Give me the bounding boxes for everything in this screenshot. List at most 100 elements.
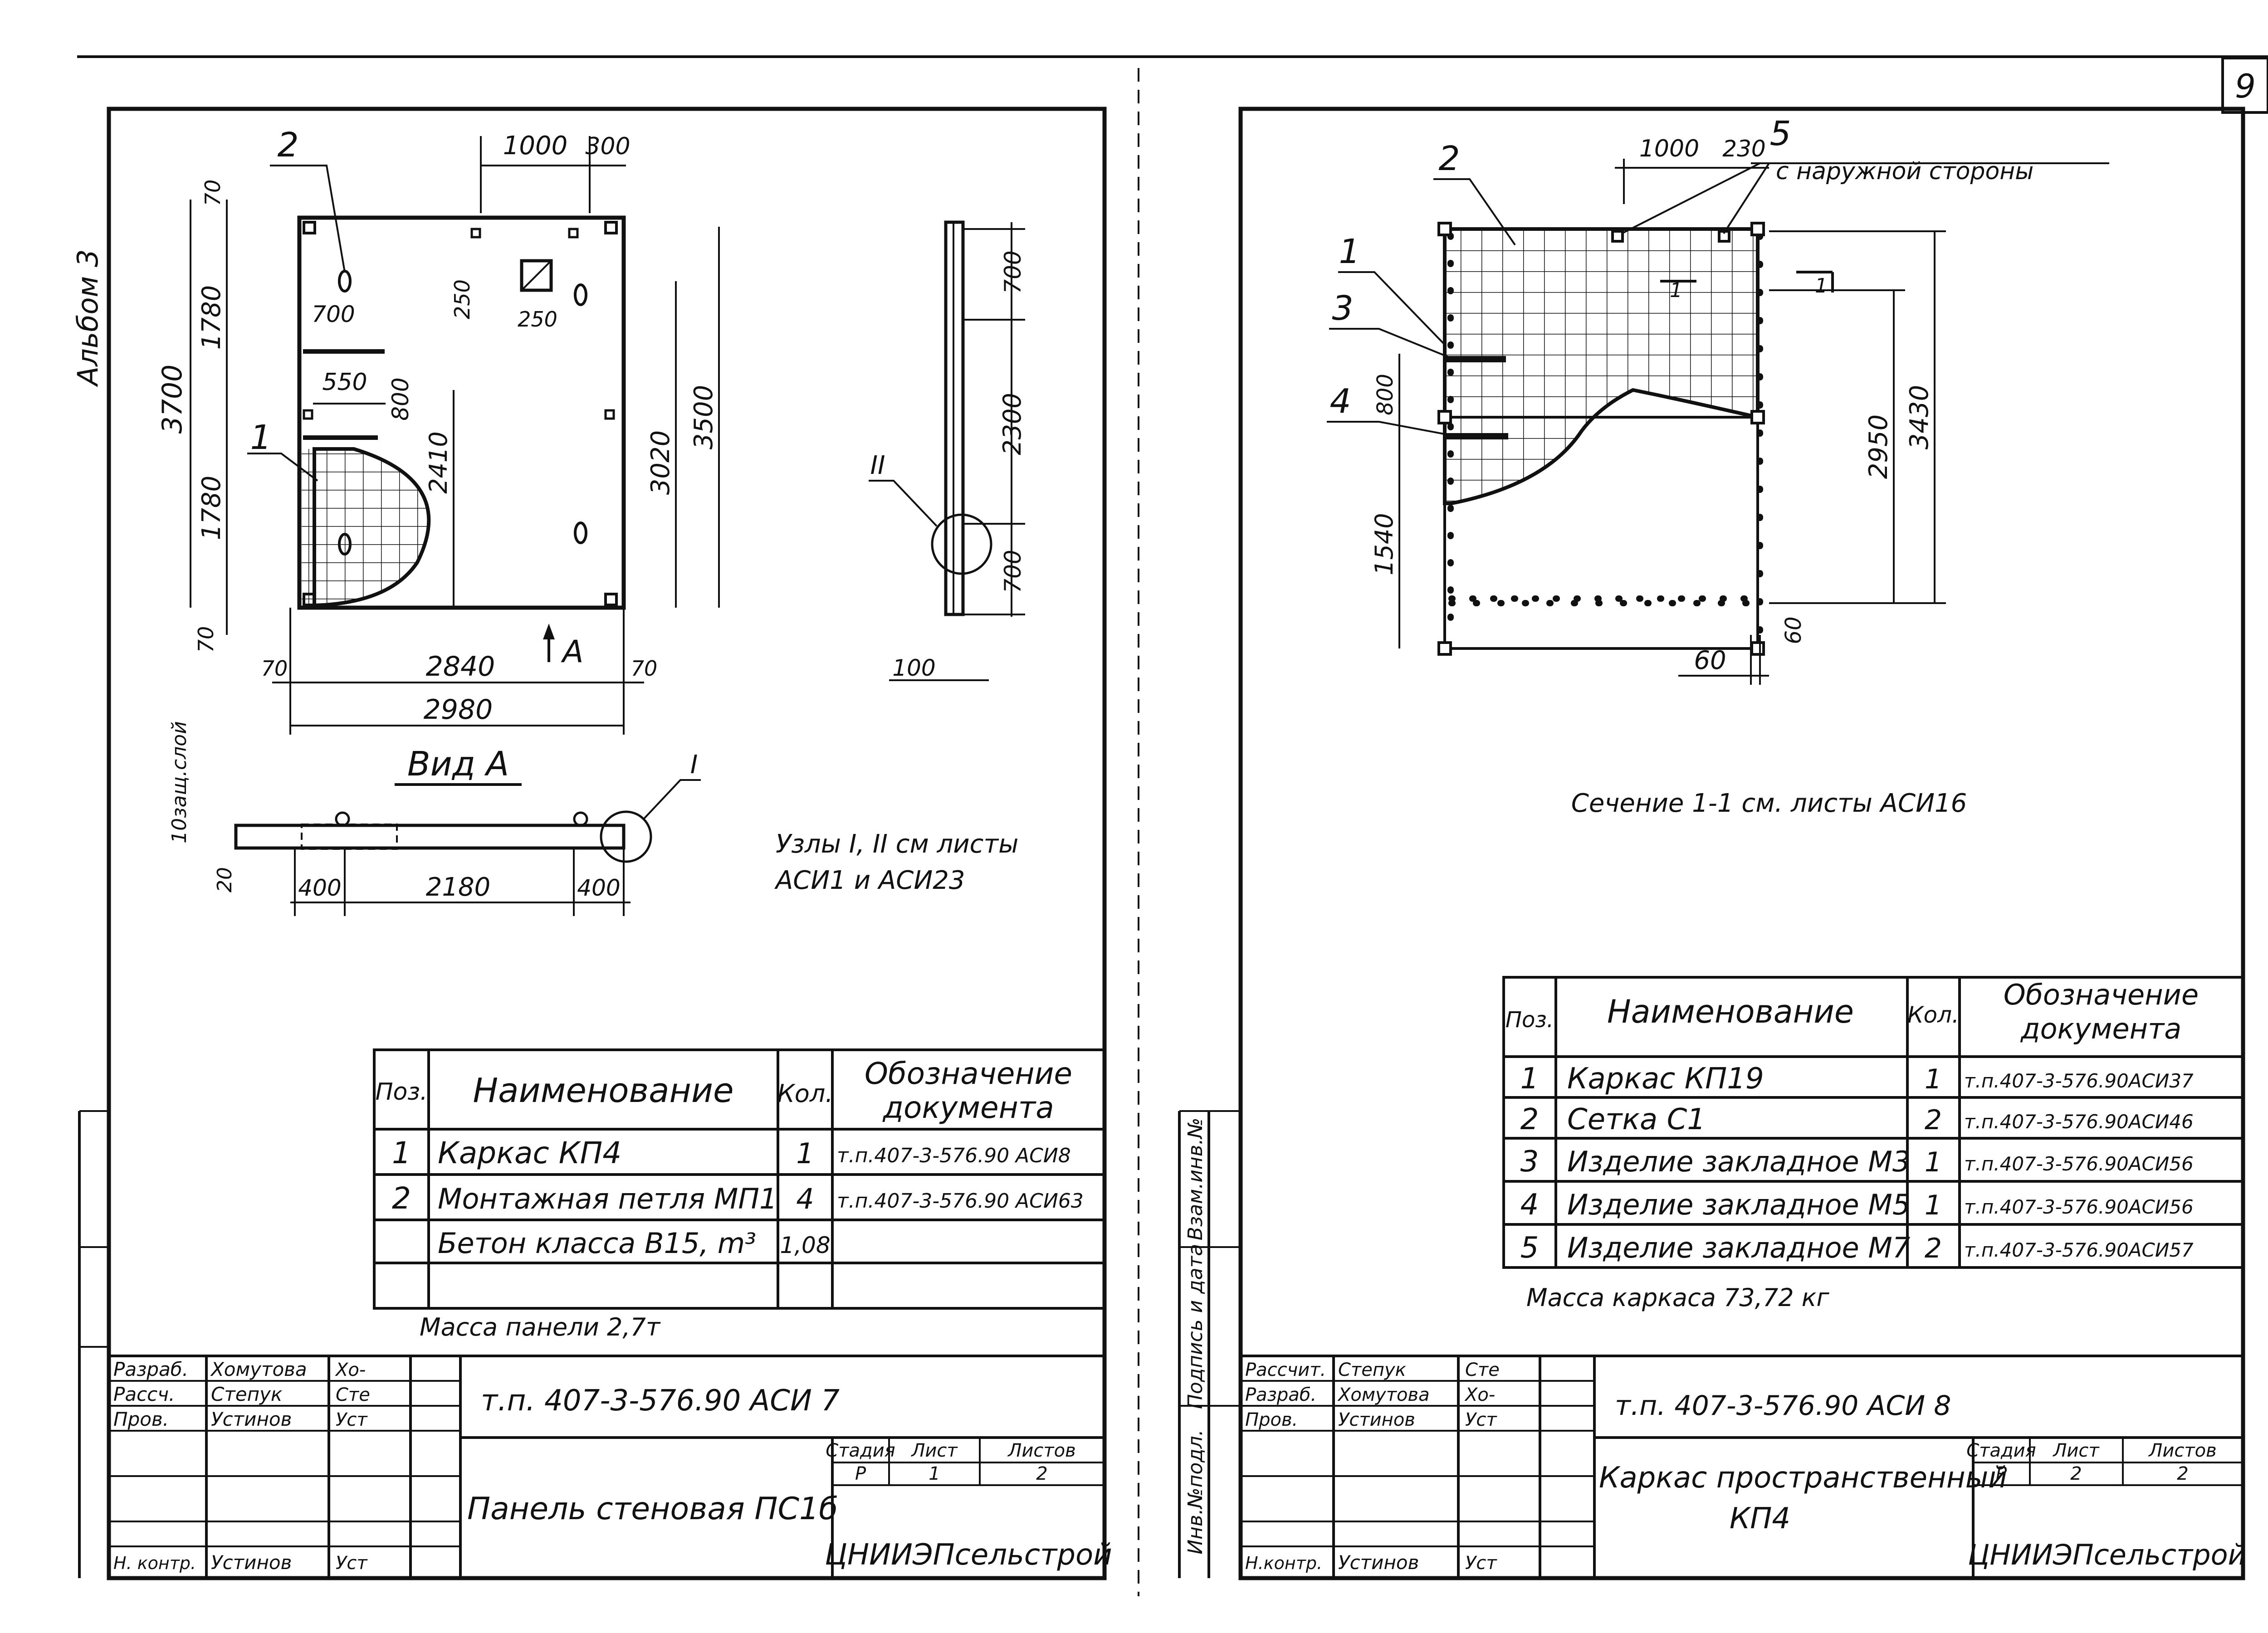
tb-name: Устинов [1338,1551,1419,1574]
node-ii-leader [869,480,938,527]
callout-1-leader [247,453,318,482]
node-i-leader [643,779,701,819]
spec-row-pos: 2 [392,1181,411,1216]
dim-70-left: 70 [194,626,218,653]
spec-row-doc: т.п.407-3-576.90АСИ56 [1964,1196,2194,1218]
dim-3430: 3430 [1905,385,1934,450]
dim-cover-layer: 10защ.слой [168,721,191,843]
outside-face-note: с наружной стороны [1776,158,2033,185]
spec-outline [1502,976,2244,1269]
view-a-title: Вид А [407,745,509,784]
dim-800: 800 [387,377,414,420]
spec-row-doc: т.п.407-3-576.90АСИ56 [1964,1153,2194,1175]
spec-outline [373,1048,1106,1310]
dim-230: 230 [1722,136,1765,162]
callout-2: 2 [277,126,298,165]
cage-corner [1750,641,1765,656]
cage-callout-3-leader [1329,328,1452,359]
margin-label-vzam: Взам.инв.№ [1184,1118,1207,1241]
dim-800: 800 [1373,374,1398,415]
insert-marker [604,221,618,234]
page-number: 9 [2235,67,2256,105]
left-spec-table: Поз. Наименование Кол. Обозначение докум… [373,1048,1106,1310]
insert-marker [470,228,481,239]
dim-3700: 3700 [156,365,188,434]
tb-role: Пров. [113,1408,169,1430]
section-note: Сечение 1-1 см. листы АСИ16 [1571,789,1967,818]
spec-row-doc: т.п.407-3-576.90 АСИ8 [837,1144,1071,1167]
spec-row-doc: т.п.407-3-576.90АСИ37 [1964,1070,2194,1092]
dim-250-horiz: 250 [518,307,557,331]
callout-5-leader [1723,162,1770,234]
tb-role: Разраб. [113,1358,188,1380]
spec-header-doc-1: Обозначение [2004,978,2199,1011]
dim-20: 20 [213,867,236,892]
panel-mass-note: Масса панели 2,7т [420,1313,661,1341]
node-i-label: I [690,750,698,780]
spec-row-name: Каркас КП19 [1567,1062,1764,1096]
spec-row-qty: 2 [1925,1104,1942,1136]
spec-row-qty: 1,08 [780,1232,830,1258]
view-a-insert [301,824,398,850]
lifting-loop [338,533,352,556]
insert-marker [303,221,316,234]
node-ii-label: II [870,451,885,480]
tb-signature: Уст [336,1553,368,1574]
tb-doc-code: т.п. 407-3-576.90 АСИ 8 [1615,1390,1951,1422]
tb-name: Степук [211,1383,283,1405]
tb-role: Рассч. [113,1383,175,1405]
spec-row-qty: 4 [796,1182,814,1215]
dim-2180: 2180 [426,873,491,902]
spec-header-doc-2: документа [882,1090,1054,1125]
tb-sheets-value: 2 [1036,1463,1047,1484]
opening-diagonal [521,260,552,291]
view-a-outline [234,824,626,850]
insert-marker [568,228,579,239]
dim-2950: 2950 [1864,414,1893,479]
insert-marker [303,593,316,606]
spec-row-qty: 1 [796,1137,814,1170]
spec-header-name: Наименование [1607,993,1854,1030]
callout-2-leader [270,165,346,273]
callout-5-leader [1621,162,1760,234]
lifting-loop [338,270,352,292]
dim-70-left-bottom: 70 [261,656,288,681]
elevation-dimensions: 1000 300 3700 1780 1780 70 70 700 250 25… [156,131,720,735]
tb-role: Рассчит. [1245,1360,1326,1380]
cage-corner [1437,641,1452,656]
dim-1000: 1000 [1639,135,1699,162]
spec-header-pos: Поз. [375,1078,427,1106]
cage-callout-4-leader [1327,421,1452,436]
panel-outline [297,215,626,610]
dim-700-bottom: 700 [1000,550,1026,593]
dim-100: 100 [892,655,935,681]
tb-role: Пров. [1245,1409,1298,1430]
dim-60-vert: 60 [1781,616,1806,644]
tb-name: Степук [1338,1360,1406,1380]
view-a: Вид А I 10защ.слой 20 400 2180 400 [168,721,701,916]
dim-60-horiz: 60 [1694,646,1726,675]
tb-stage-label: Стадия [1966,1440,2036,1461]
spec-row-name: Изделие закладное М3 [1567,1145,1910,1178]
margin-label-inv: Инв.№подл. [1184,1429,1207,1555]
left-sheet: 2 1 A 1000 300 3700 1780 1780 70 70 700 … [78,107,1112,1580]
tb-sheets-label: Листов [1007,1440,1075,1461]
cage-insert [1611,230,1624,243]
spec-row-qty: 1 [1925,1063,1942,1095]
panel-opening [520,259,553,292]
spec-header-qty: Кол. [1907,1002,1959,1028]
spec-header-qty: Кол. [777,1079,833,1108]
dim-2980: 2980 [424,694,493,726]
tb-organization: ЦНИИЭПсельстрой [1968,1538,2246,1571]
cage-mesh [1443,227,1760,505]
section-label-left: 1 [1670,279,1682,302]
cage-mass-note: Масса каркаса 73,72 кг [1526,1283,1829,1312]
dim-550: 550 [322,369,367,396]
spec-row-name: Изделие закладное М7 [1567,1231,1910,1264]
dim-400-right: 400 [577,875,620,901]
embedded-item-4 [1445,433,1508,439]
spec-row-name: Бетон класса В15, m³ [438,1227,756,1260]
insert-marker [303,409,313,420]
left-title-block: Разраб. Рассч. Пров. Н. контр. Хомутова … [109,1355,1112,1578]
tb-stage-value: Р [1996,1463,2007,1484]
